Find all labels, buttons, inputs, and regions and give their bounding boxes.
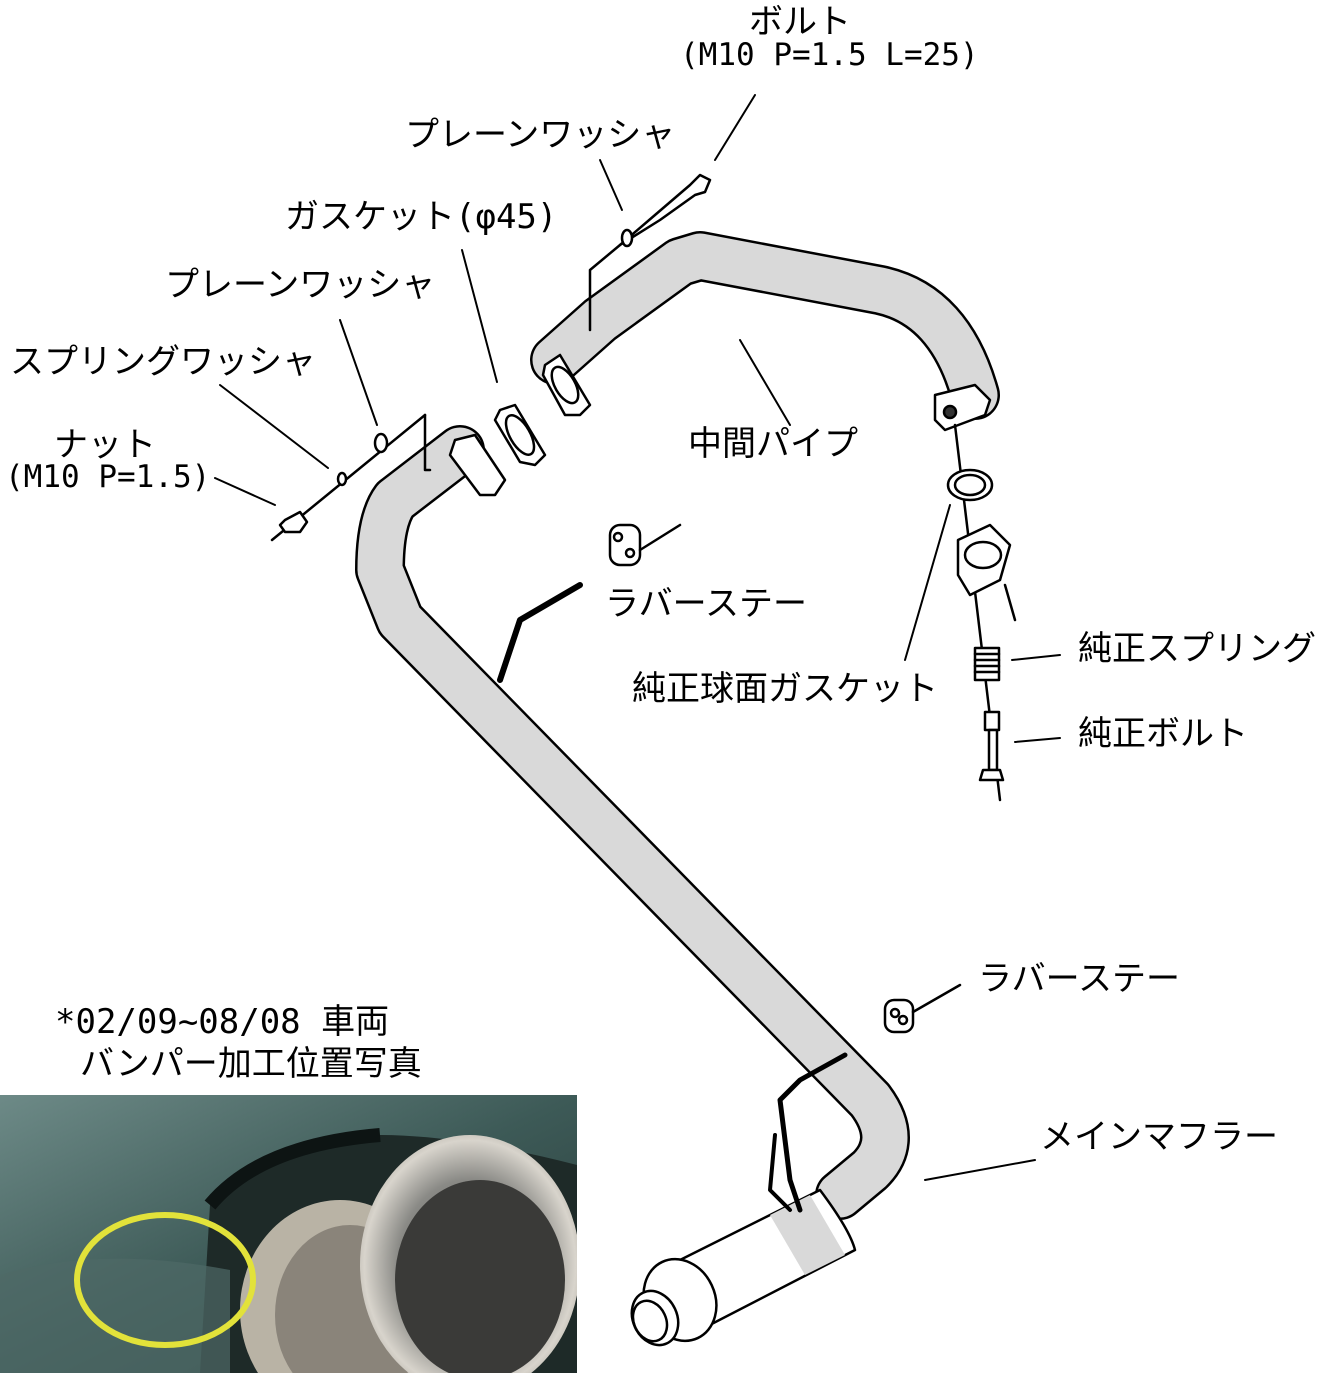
- middle-pipe-rear-flange: [933, 383, 992, 432]
- bolt-spec-label: (M10 P=1.5 L=25): [680, 37, 979, 73]
- oem-bolt-label: 純正ボルト: [1078, 714, 1248, 754]
- photo-caption-line2: バンパー加工位置写真: [80, 1044, 422, 1084]
- rubber-stay-label-1: ラバーステー: [605, 584, 807, 624]
- bolt-label: ボルト: [749, 2, 851, 42]
- highlight-circle: [74, 1212, 256, 1348]
- spring-washer-part: [336, 471, 348, 487]
- main-muffler-label: メインマフラー: [1040, 1117, 1278, 1157]
- rubber-stay-label-2: ラバーステー: [978, 959, 1180, 999]
- rubber-stay-2-part: [883, 983, 962, 1034]
- nut-spec-label: (M10 P=1.5): [5, 459, 211, 495]
- gasket-part: [493, 403, 547, 467]
- leader-lines: [214, 94, 1061, 1181]
- tailpipe-flange: [423, 413, 507, 497]
- bumper-modification-photo: [0, 1095, 577, 1373]
- gasket-label: ガスケット(φ45): [285, 197, 558, 237]
- plain-washer-left-label: プレーンワッシャ: [165, 265, 436, 305]
- oem-flange-part: [956, 523, 1017, 622]
- main-muffler-body: [630, 1188, 857, 1347]
- plain-washer-left-part: [373, 432, 389, 454]
- spring-washer-label: スプリングワッシャ: [10, 342, 316, 382]
- oem-bolt-part: [978, 710, 1005, 782]
- nut-label: ナット: [54, 425, 156, 465]
- plain-washer-top-part: [620, 228, 634, 248]
- oem-spring-part: [973, 646, 1001, 682]
- plain-washer-top-label: プレーンワッシャ: [405, 115, 676, 155]
- bolt-part: [618, 173, 712, 247]
- middle-pipe-flange: [541, 243, 622, 417]
- nut-part: [278, 510, 309, 534]
- oem-spring-label: 純正スプリング: [1078, 629, 1316, 669]
- muffler-hanger: [777, 1052, 848, 1213]
- photo-caption-line1: *02/09~08/08 車両: [55, 1002, 390, 1042]
- rubber-stay-1-part: [497, 523, 682, 683]
- middle-pipe-label: 中間パイプ: [688, 424, 858, 464]
- oem-spherical-gasket-label: 純正球面ガスケット: [632, 669, 938, 709]
